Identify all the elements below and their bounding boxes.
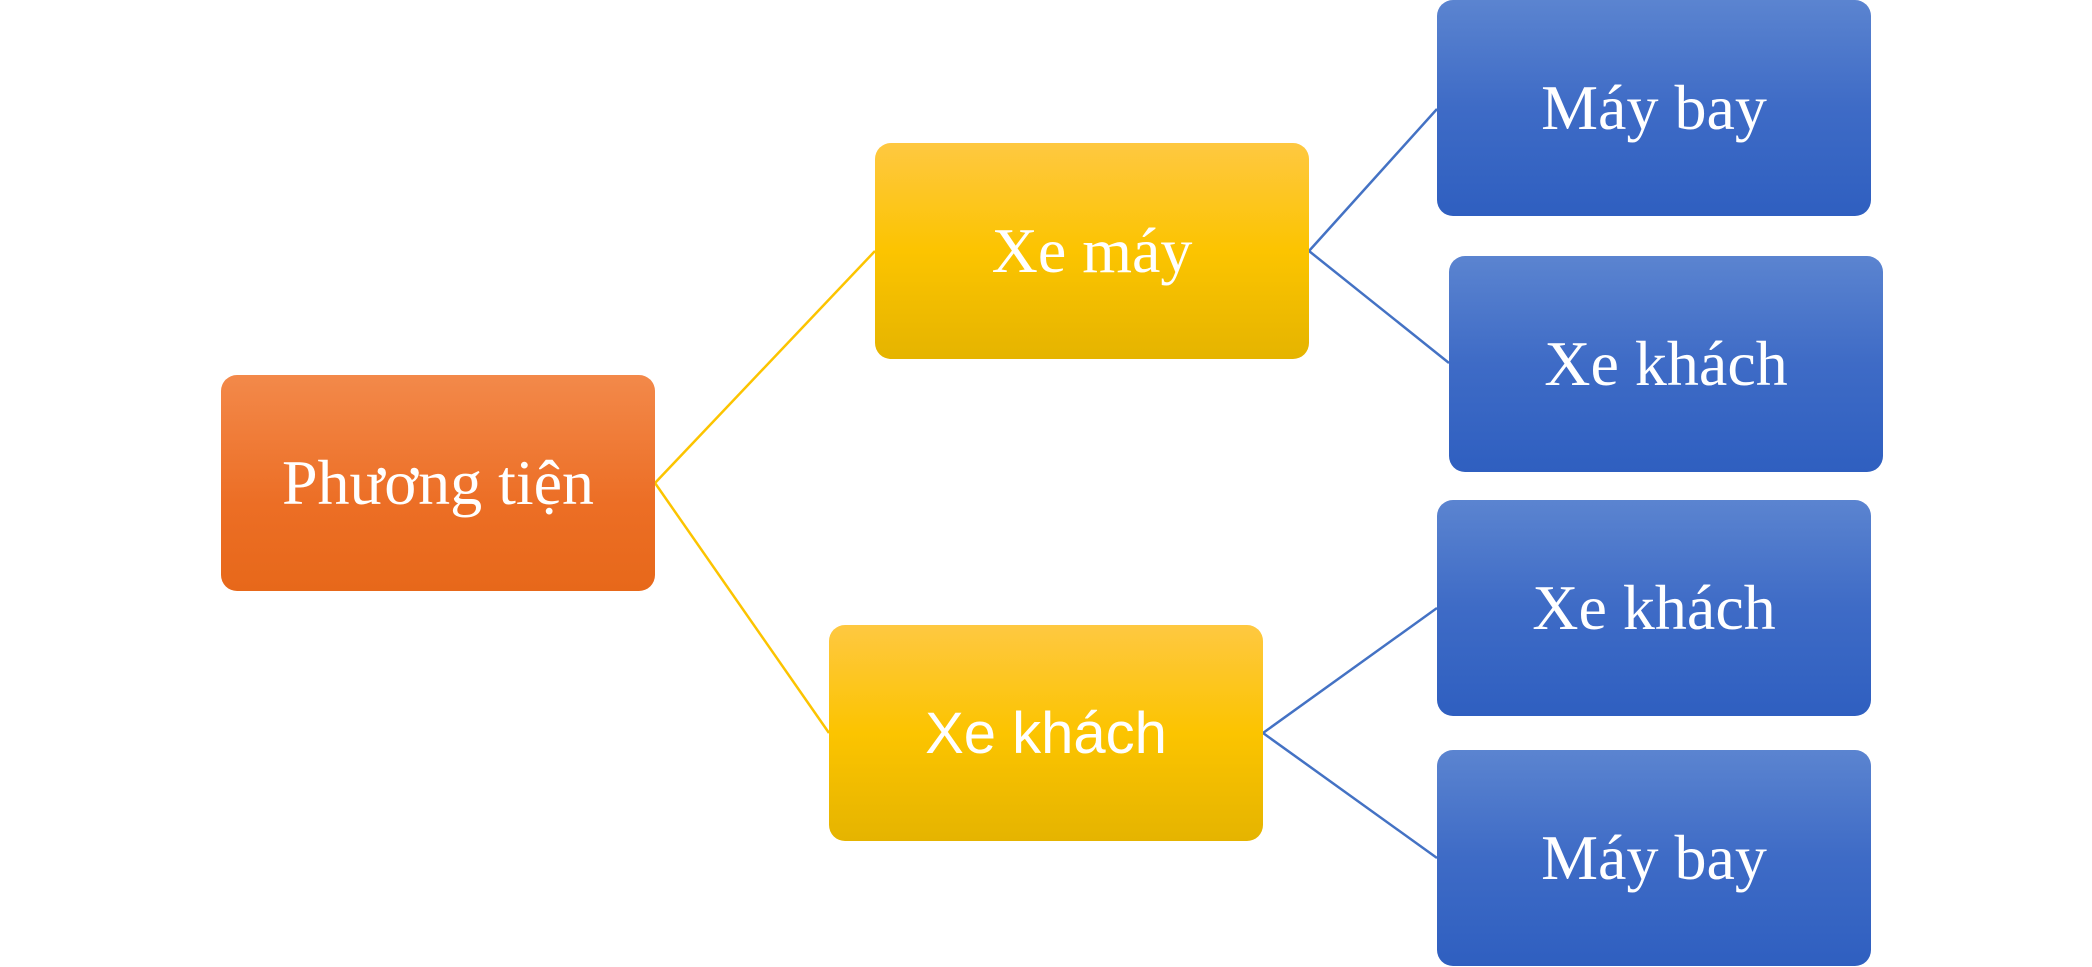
- node-level2-xe-khach-2: Xe khách: [1437, 500, 1871, 716]
- node-level2-may-bay-1: Máy bay: [1437, 0, 1871, 216]
- node-level2-xe-khach-2-label: Xe khách: [1532, 572, 1776, 643]
- connector-xe-may-to-xe-khach: [1308, 250, 1450, 364]
- node-level2-xe-khach-1-label: Xe khách: [1544, 328, 1788, 399]
- node-level1-xe-khach: Xe khách: [829, 625, 1263, 841]
- node-level2-xe-khach-1: Xe khách: [1449, 256, 1883, 472]
- node-root-label: Phương tiện: [281, 447, 595, 518]
- node-level1-xe-khach-label: Xe khách: [925, 700, 1167, 766]
- node-level1-xe-may: Xe máy: [875, 143, 1309, 359]
- node-level1-xe-may-label: Xe máy: [991, 215, 1193, 286]
- connector-xe-khach-to-may-bay: [1262, 731, 1438, 860]
- node-root: Phương tiện: [221, 375, 655, 591]
- connector-xe-may-to-may-bay: [1308, 108, 1438, 252]
- node-level2-may-bay-2-label: Máy bay: [1541, 822, 1767, 893]
- connector-root-to-xe-may: [654, 250, 876, 484]
- node-level2-may-bay-2: Máy bay: [1437, 750, 1871, 966]
- node-level2-may-bay-1-label: Máy bay: [1541, 72, 1767, 143]
- connector-root-to-xe-khach: [653, 482, 831, 734]
- connector-xe-khach-to-xe-khach: [1262, 606, 1438, 735]
